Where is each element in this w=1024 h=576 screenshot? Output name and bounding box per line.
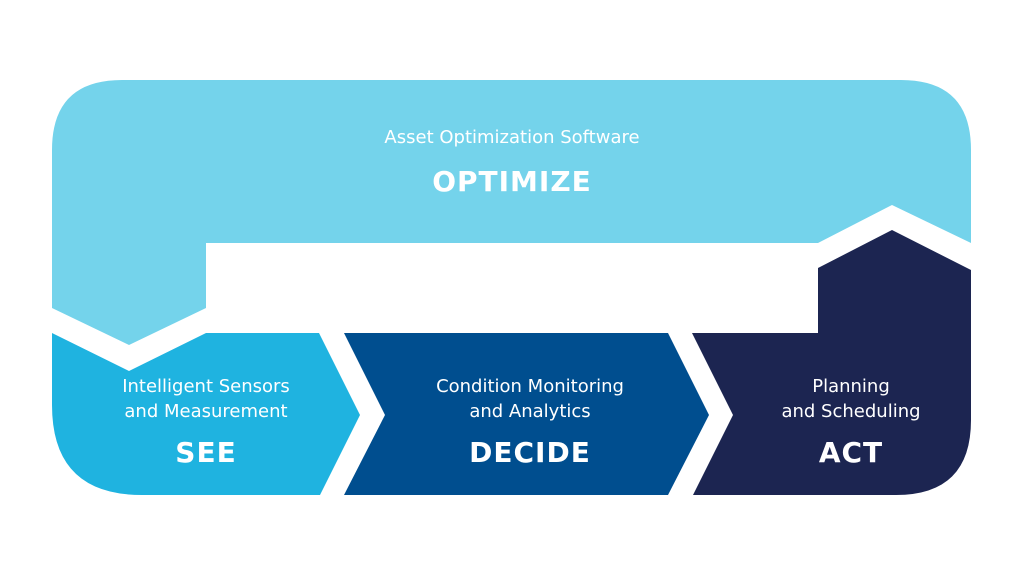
optimize-subtitle: Asset Optimization Software xyxy=(384,127,639,148)
decide-title: DECIDE xyxy=(469,436,591,469)
act-line1: Planning xyxy=(812,376,890,397)
see-title: SEE xyxy=(175,436,236,469)
decide-line1: Condition Monitoring xyxy=(436,376,624,397)
see-line1: Intelligent Sensors xyxy=(122,376,290,397)
act-title: ACT xyxy=(819,436,883,469)
act-block xyxy=(692,230,971,495)
optimize-block xyxy=(52,80,971,345)
see-line2: and Measurement xyxy=(124,401,287,422)
decide-line2: and Analytics xyxy=(469,401,590,422)
optimize-title: OPTIMIZE xyxy=(432,165,592,198)
see-block xyxy=(52,333,360,495)
decide-block xyxy=(344,333,709,495)
act-line2: and Scheduling xyxy=(781,401,920,422)
